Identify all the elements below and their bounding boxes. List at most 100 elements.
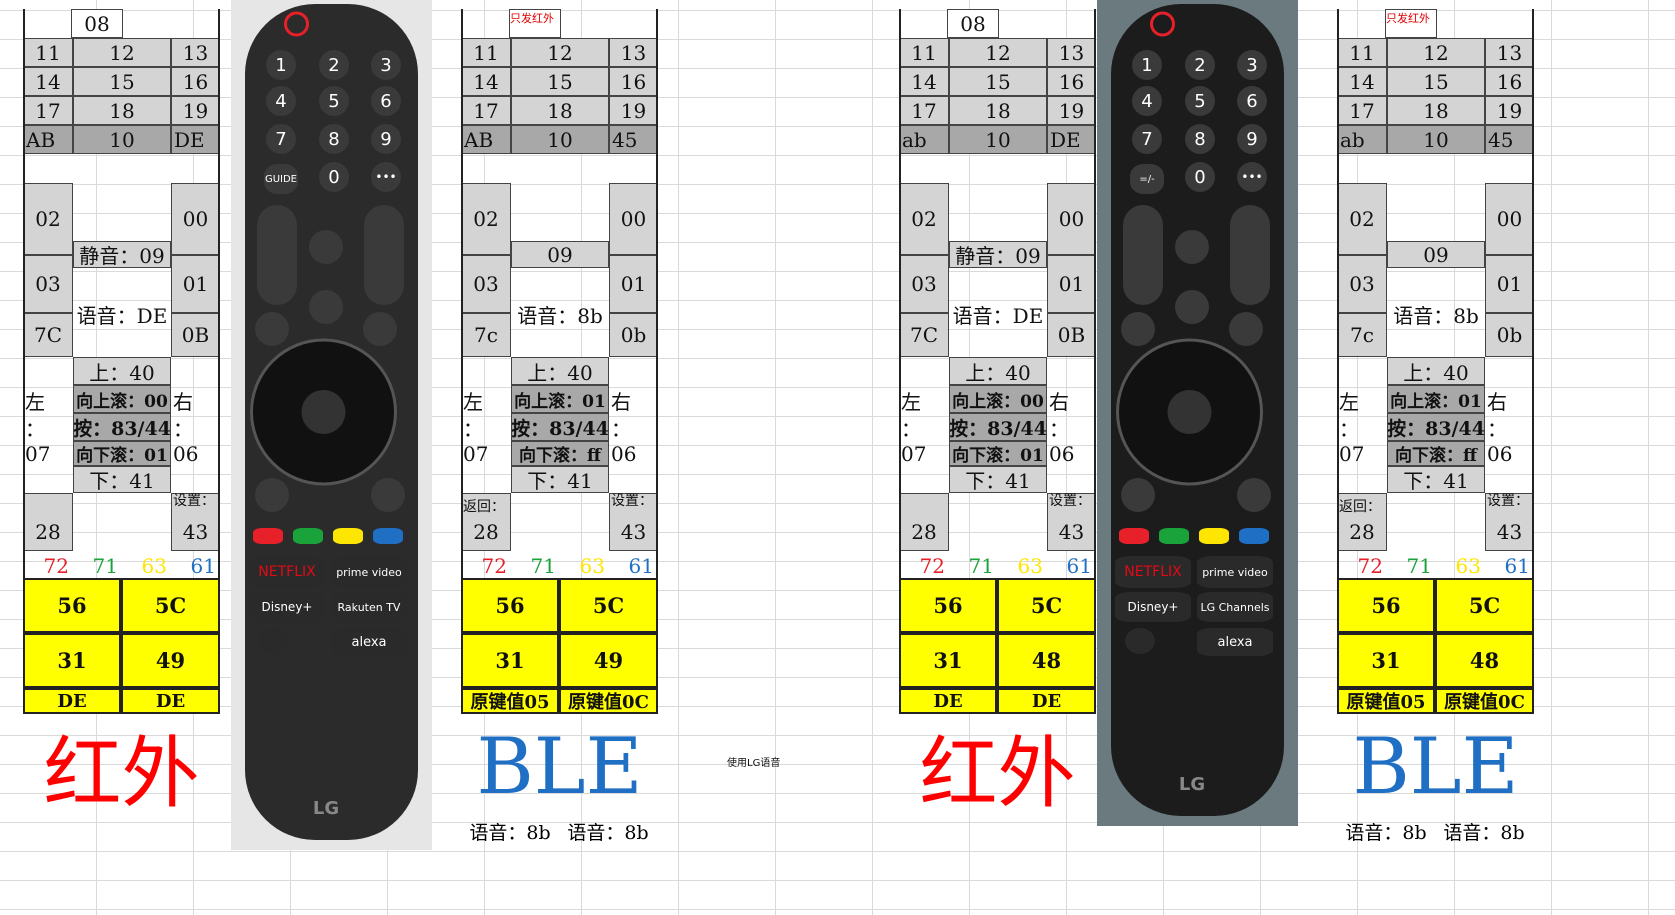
cell-r15: 15 (73, 67, 171, 96)
cell-r17: 17 (899, 96, 949, 125)
cell-right-c: 06 (1049, 442, 1075, 466)
cell-scroll-up: 向上滚：00 (949, 385, 1047, 413)
cell-scroll-down: 向下滚：01 (949, 441, 1047, 466)
cell-settings: 43 (1047, 493, 1096, 551)
input-icon (363, 312, 397, 346)
netflix-button: NETFLIX (249, 556, 325, 588)
cell-y2: 5C (559, 578, 658, 633)
cell-yellow: 63 (579, 553, 605, 578)
cell-y3: 31 (899, 633, 997, 688)
cell-k0b: 0b (609, 313, 658, 357)
cell-right-b: ： (611, 416, 631, 441)
cell-y2: 5C (997, 578, 1096, 633)
guide-button: =/- (1130, 164, 1164, 194)
cell-b1: 原键值05 (461, 688, 559, 714)
cell-yellow: 63 (141, 553, 167, 578)
green-button (1159, 528, 1189, 544)
cell-y1: 56 (23, 578, 121, 633)
cell-b2: DE (121, 688, 220, 714)
digit-button-3: 3 (371, 50, 401, 80)
mode-title: BLE (476, 722, 643, 812)
cell-down: 下：41 (949, 466, 1047, 493)
cell-r12: 12 (511, 38, 609, 67)
cell-k01: 01 (1485, 255, 1534, 313)
cell-r18: 18 (949, 96, 1047, 125)
channel-rocker (364, 205, 404, 305)
cell-k00: 00 (609, 183, 658, 255)
digit-button-2: 2 (319, 50, 349, 80)
green-button (293, 528, 323, 544)
cell-down: 下：41 (511, 466, 609, 493)
cell-red: 72 (1357, 553, 1383, 578)
cell-y3: 31 (23, 633, 121, 688)
cell-press: 按：83/44 (949, 413, 1047, 441)
cell-settings: 43 (171, 493, 220, 551)
cell-r13: 13 (609, 38, 658, 67)
power-icon (284, 11, 309, 37)
cell-y2: 5C (121, 578, 220, 633)
cell-left-c: 07 (25, 442, 51, 466)
blue-button (1239, 528, 1269, 544)
digit-button-9: 9 (1237, 124, 1267, 154)
cell-k03: 03 (1337, 255, 1387, 313)
cell-scroll-down: 向下滚：ff (511, 441, 609, 466)
cell-rab: AB (23, 125, 73, 154)
cell-r15: 15 (511, 67, 609, 96)
voice-footnote: 语音：8b (1345, 822, 1427, 844)
cell-k0b: 0B (171, 313, 220, 357)
cell-top: 08 (71, 9, 123, 38)
cell-k03: 03 (899, 255, 949, 313)
alexa-button: alexa (1197, 628, 1273, 656)
cell-blue: 61 (1504, 553, 1530, 578)
yellow-button (333, 528, 363, 544)
cell-mute: 静音：09 (73, 241, 171, 268)
cell-k02: 02 (899, 183, 949, 255)
cell-up: 上：40 (1387, 357, 1485, 385)
cell-mute: 09 (1387, 241, 1485, 268)
cell-left-b: ： (463, 416, 483, 441)
back-label: 返回： (463, 499, 505, 515)
settings-label: 设置： (611, 493, 653, 509)
cell-k01: 01 (1047, 255, 1096, 313)
lg-voice-note: 使用LG语音 (727, 758, 781, 769)
cell-settings: 43 (609, 493, 658, 551)
cell-down: 下：41 (73, 466, 171, 493)
cell-scroll-up: 向上滚：01 (1387, 385, 1485, 413)
back-icon (1121, 478, 1155, 512)
cell-r11: 11 (1337, 38, 1387, 67)
cell-right-a: 右 (173, 389, 193, 414)
settings-label: 设置： (1049, 493, 1091, 509)
cell-y1: 56 (1337, 578, 1435, 633)
settings-icon (1237, 478, 1271, 512)
cell-k02: 02 (23, 183, 73, 255)
back-label: 返回： (1339, 499, 1381, 515)
cell-r14: 14 (461, 67, 511, 96)
cell-y4: 48 (1435, 633, 1534, 688)
prime-video-button: prime video (1197, 556, 1273, 588)
disney-button: Disney+ (249, 592, 325, 622)
cell-r13: 13 (171, 38, 220, 67)
cell-scroll-up: 向上滚：01 (511, 385, 609, 413)
digit-button-2: 2 (1185, 50, 1215, 80)
cell-left-c: 07 (463, 442, 489, 466)
cell-r13: 13 (1485, 38, 1534, 67)
cell-r16: 16 (1485, 67, 1534, 96)
volume-rocker (257, 205, 297, 305)
cell-right-a: 右 (1049, 389, 1069, 414)
cell-up: 上：40 (73, 357, 171, 385)
cell-left-b: ： (25, 416, 45, 441)
cell-top: 08 (947, 9, 999, 38)
cell-r11: 11 (23, 38, 73, 67)
mic-icon (309, 290, 343, 324)
cell-right-b: ： (1487, 416, 1507, 441)
digit-button-1: 1 (266, 50, 296, 80)
alexa-button: alexa (331, 628, 407, 656)
cell-left-b: ： (1339, 416, 1359, 441)
cell-k02: 02 (461, 183, 511, 255)
cell-r18: 18 (1387, 96, 1485, 125)
